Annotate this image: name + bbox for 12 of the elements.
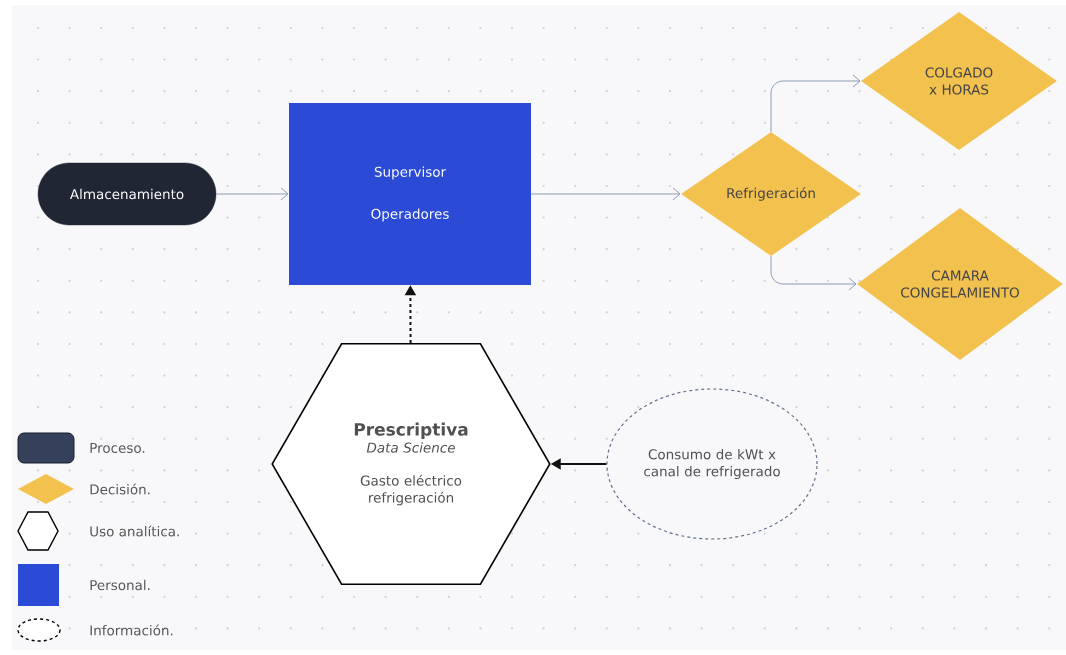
- hexagon-box: Prescriptiva Data Science Gasto eléctrico refrigeración: [271, 343, 551, 585]
- arrow: [215, 187, 289, 201]
- arrow: [530, 187, 681, 201]
- process-pill: Almacenamiento: [37, 162, 217, 226]
- legend-label: Personal.: [90, 579, 150, 591]
- arrow: [770, 74, 861, 133]
- arrow: [770, 255, 857, 291]
- legend-label: Decisión.: [90, 483, 150, 495]
- legend-label: Información.: [90, 624, 173, 636]
- process-box: Supervisor Operadores: [289, 103, 531, 285]
- legend-label: Proceso.: [90, 442, 145, 453]
- legend-label: Uso analítica.: [90, 525, 179, 537]
